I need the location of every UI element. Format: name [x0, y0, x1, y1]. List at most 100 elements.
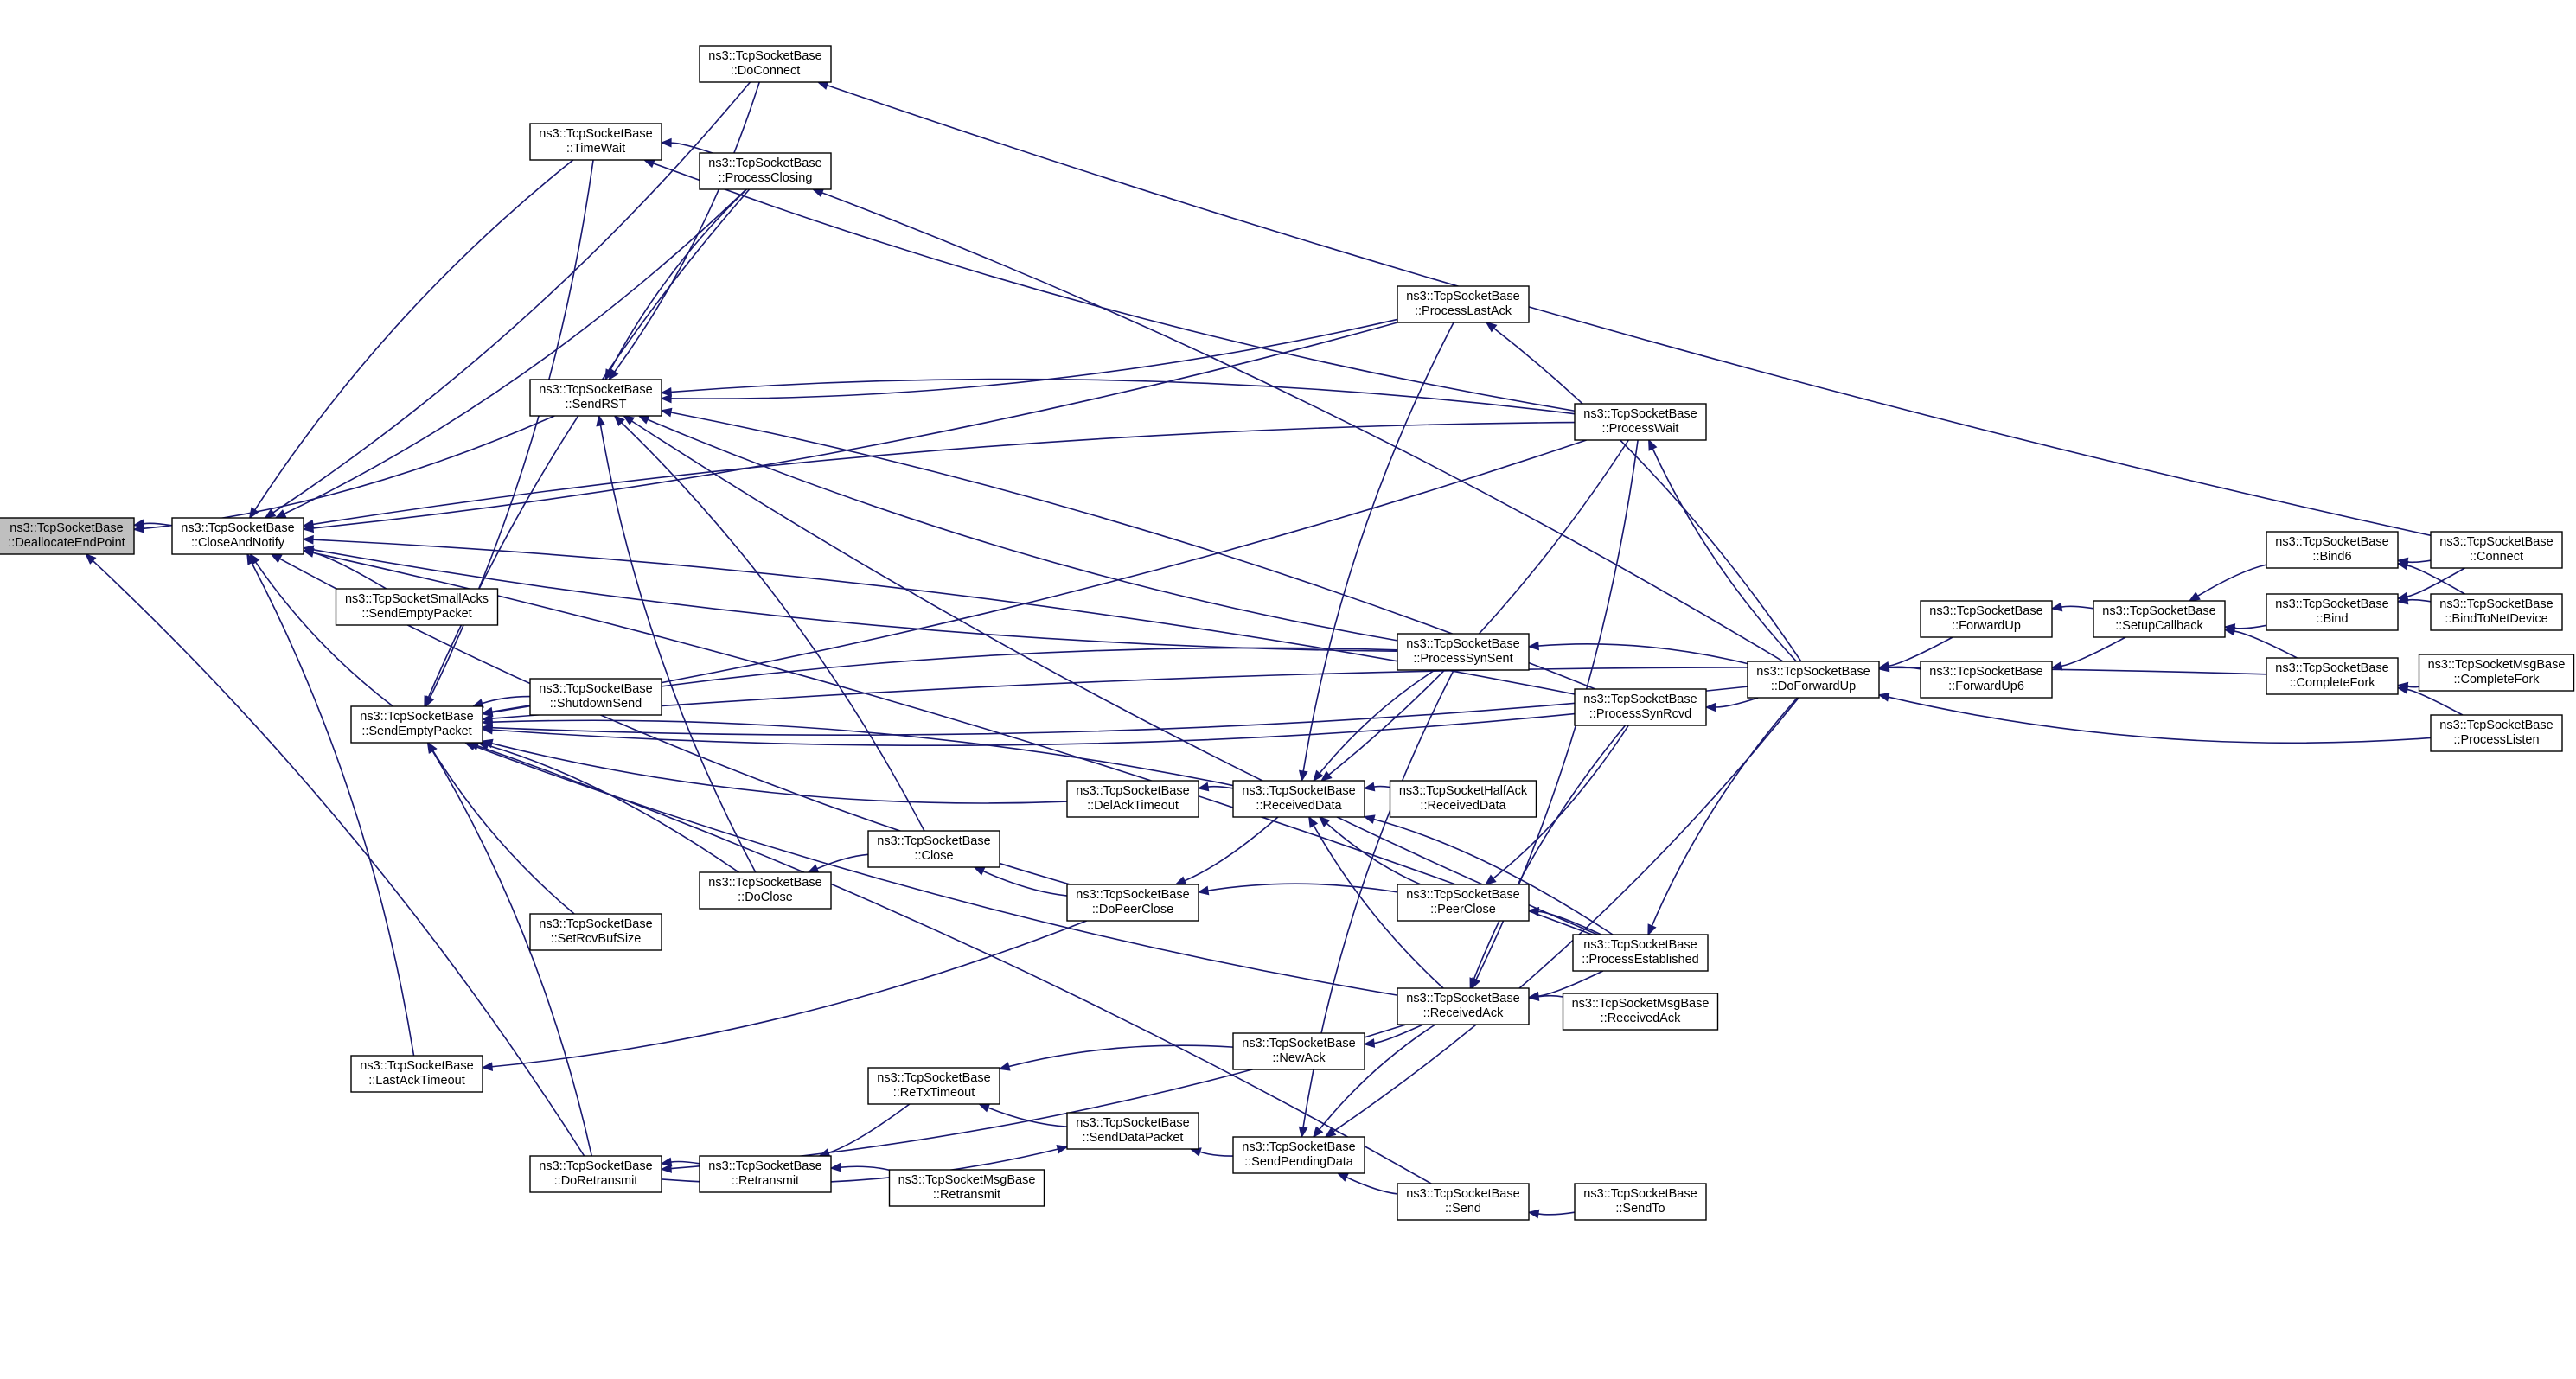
graph-node[interactable]: ns3::TcpSocketBase::DoForwardUp — [1747, 661, 1880, 699]
call-edge — [302, 322, 1398, 533]
edge-line — [92, 559, 585, 1157]
arrowhead — [2396, 595, 2409, 605]
graph-node[interactable]: ns3::TcpSocketBase::ProcessWait — [1574, 403, 1707, 441]
call-edge — [816, 80, 2432, 537]
call-edge — [2396, 560, 2465, 595]
call-edge — [2223, 626, 2298, 659]
graph-node[interactable]: ns3::TcpSocketBase::ReceivedData — [1232, 780, 1365, 818]
graph-node[interactable]: ns3::TcpSocketBase::Connect — [2430, 531, 2563, 569]
graph-node[interactable]: ns3::TcpSocketBase::LastAckTimeout — [350, 1055, 483, 1093]
edge-line — [816, 853, 869, 870]
graph-node[interactable]: ns3::TcpSocketBase::DoClose — [699, 871, 832, 910]
call-edge — [829, 1162, 890, 1172]
graph-node[interactable]: ns3::TcpSocketBase::DelAckTimeout — [1066, 780, 1199, 818]
graph-node[interactable]: ns3::TcpSocketBase::BindToNetDevice — [2430, 593, 2563, 631]
graph-node[interactable]: ns3::TcpSocketSmallAcks::SendEmptyPacket — [335, 588, 499, 626]
graph-node[interactable]: ns3::TcpSocketBase::ProcessSynSent — [1397, 633, 1530, 671]
node-method-label: ::ReceivedData — [1256, 799, 1342, 813]
call-edge — [249, 552, 394, 707]
arrowhead — [642, 159, 655, 169]
graph-node[interactable]: ns3::TcpSocketBase::SendRST — [529, 379, 662, 417]
edge-line — [272, 81, 751, 514]
graph-node[interactable]: ns3::TcpSocketBase::SendEmptyPacket — [350, 705, 483, 744]
node-class-label: ns3::TcpSocketBase — [2275, 535, 2388, 549]
graph-node[interactable]: ns3::TcpSocketBase::DoConnect — [699, 45, 832, 83]
graph-node[interactable]: ns3::TcpSocketBase::Bind — [2266, 593, 2399, 631]
graph-node[interactable]: ns3::TcpSocketBase::ProcessLastAck — [1397, 285, 1530, 323]
graph-node[interactable]: ns3::TcpSocketBase::SendPendingData — [1232, 1136, 1365, 1174]
graph-node[interactable]: ns3::TcpSocketBase::Bind6 — [2266, 531, 2399, 569]
graph-node[interactable]: ns3::TcpSocketBase::CompleteFork — [2266, 657, 2399, 695]
call-edge — [1647, 697, 1799, 936]
graph-node[interactable]: ns3::TcpSocketBase::SendTo — [1574, 1183, 1707, 1221]
node-method-label: ::DoRetransmit — [554, 1174, 638, 1188]
graph-node[interactable]: ns3::TcpSocketBase::ReTxTimeout — [867, 1067, 1000, 1105]
node-method-label: ::ForwardUp6 — [1948, 680, 2024, 693]
edge-line — [431, 750, 593, 1157]
graph-node[interactable]: ns3::TcpSocketBase::NewAck — [1232, 1032, 1365, 1070]
graph-node[interactable]: ns3::TcpSocketBase::ProcessEstablished — [1572, 934, 1709, 972]
graph-node[interactable]: ns3::TcpSocketBase::DoRetransmit — [529, 1155, 662, 1193]
graph-node[interactable]: ns3::TcpSocketBase::ForwardUp — [1920, 600, 2053, 638]
node-method-label: ::ProcessSynSent — [1413, 652, 1512, 666]
call-edge — [1189, 1147, 1234, 1157]
node-box — [1747, 661, 1880, 699]
edge-line — [1199, 1151, 1234, 1157]
node-class-label: ns3::TcpSocketBase — [1583, 407, 1697, 421]
arrowhead — [1485, 322, 1498, 333]
graph-node[interactable]: ns3::TcpSocketMsgBase::ReceivedAck — [1562, 993, 1719, 1031]
graph-node[interactable]: ns3::TcpSocketBase::Send — [1397, 1183, 1530, 1221]
call-edge — [246, 552, 415, 1057]
arrowhead — [2396, 685, 2409, 694]
graph-node[interactable]: ns3::TcpSocketBase::TimeWait — [529, 123, 662, 161]
graph-node[interactable]: ns3::TcpSocketBase::SendDataPacket — [1066, 1112, 1199, 1150]
graph-node[interactable]: ns3::TcpSocketHalfAck::ReceivedData — [1389, 780, 1537, 818]
edge-line — [429, 159, 594, 699]
node-class-label: ns3::TcpSocketBase — [2439, 597, 2553, 611]
graph-node[interactable]: ns3::TcpSocketBase::ShutdownSend — [529, 678, 662, 716]
node-box — [1232, 1032, 1365, 1070]
graph-node[interactable]: ns3::TcpSocketBase::ReceivedAck — [1397, 987, 1530, 1025]
graph-node[interactable]: ns3::TcpSocketMsgBase::CompleteFork — [2418, 654, 2575, 692]
node-box — [867, 1067, 1000, 1105]
node-box — [1397, 1183, 1530, 1221]
graph-node[interactable]: ns3::TcpSocketBase::ForwardUp6 — [1920, 661, 2053, 699]
edge-line — [647, 418, 1398, 642]
node-class-label: ns3::TcpSocketBase — [360, 1059, 473, 1073]
node-box — [699, 1155, 832, 1193]
arrowhead — [302, 548, 315, 558]
call-edge — [1318, 815, 1422, 885]
edge-line — [2061, 636, 2126, 667]
graph-node[interactable]: ns3::TcpSocketBase::Retransmit — [699, 1155, 832, 1193]
node-method-label: ::SendEmptyPacket — [361, 607, 471, 621]
graph-node[interactable]: ns3::TcpSocketBase::PeerClose — [1397, 884, 1530, 922]
call-edge — [481, 712, 1576, 747]
graph-node[interactable]: ns3::TcpSocketBase::ProcessSynRcvd — [1574, 688, 1707, 726]
graph-node[interactable]: ns3::TcpSocketBase::ProcessListen — [2430, 714, 2563, 752]
node-class-label: ns3::TcpSocketBase — [1076, 888, 1189, 902]
node-method-label: ::ReTxTimeout — [893, 1086, 975, 1100]
graph-node[interactable]: ns3::TcpSocketBase::SetRcvBufSize — [529, 913, 662, 951]
node-box — [867, 830, 1000, 868]
graph-node[interactable]: ns3::TcpSocketBase::DoPeerClose — [1066, 884, 1199, 922]
call-edge — [1197, 782, 1234, 792]
edge-line — [599, 425, 757, 873]
node-box — [529, 1155, 662, 1193]
node-box — [1066, 884, 1199, 922]
edge-line — [670, 142, 713, 154]
graph-node[interactable]: ns3::TcpSocketBase::SetupCallback — [2093, 600, 2226, 638]
graph-node[interactable]: ns3::TcpSocketMsgBase::Retransmit — [888, 1169, 1045, 1207]
edge-line — [1326, 822, 1422, 885]
node-box — [1389, 780, 1537, 818]
graph-node[interactable]: ns3::TcpSocketBase::CloseAndNotify — [171, 517, 304, 555]
graph-node[interactable]: ns3::TcpSocketBase::Close — [867, 830, 1000, 868]
call-edge — [1527, 641, 1748, 665]
call-edge — [1313, 669, 1435, 782]
node-class-label: ns3::TcpSocketBase — [1583, 693, 1697, 706]
graph-node[interactable]: ns3::TcpSocketBase::ProcessClosing — [699, 152, 832, 190]
arrowhead — [302, 534, 314, 545]
graph-node[interactable]: ns3::TcpSocketBase::DeallocateEndPoint — [0, 517, 135, 555]
arrowhead — [973, 866, 986, 876]
node-box — [335, 588, 499, 626]
